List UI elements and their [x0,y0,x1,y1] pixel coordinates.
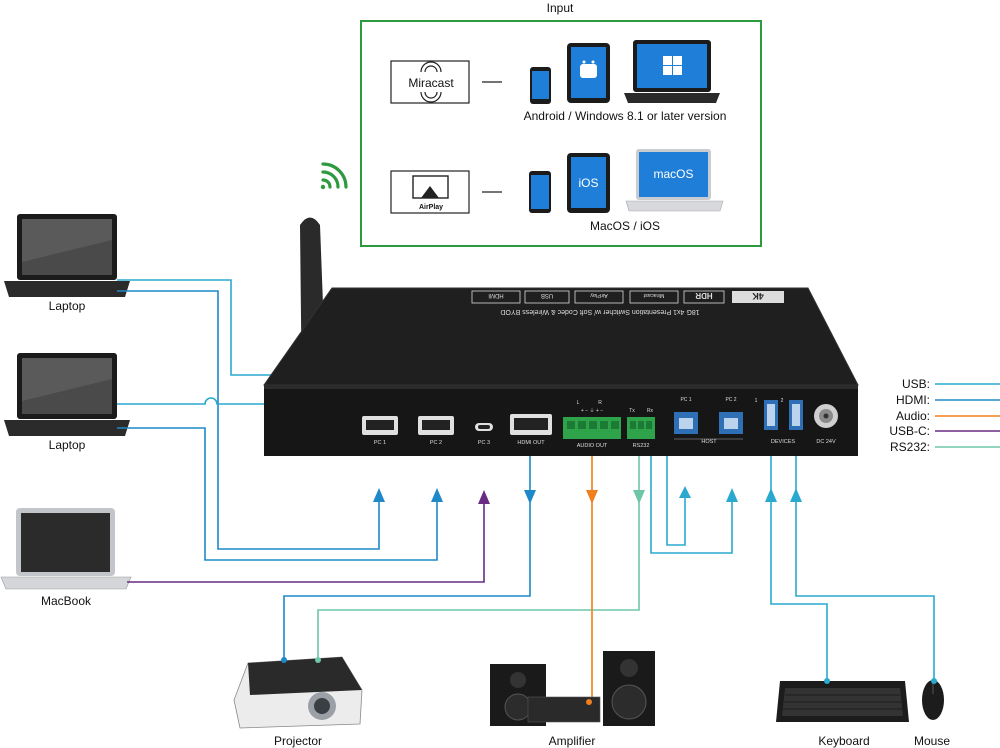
airplay-caption: MacOS / iOS [590,219,660,233]
dev1-label: 1 [755,398,758,404]
airplay-text: AirPlay [419,204,443,211]
audio-l-mark: L [577,400,580,406]
android-phone-icon [530,67,551,104]
usb-wire-keyboard [770,430,828,680]
laptop-1-label: Laptop [49,299,86,313]
macbook-input-icon: macOS [625,149,724,212]
legend-rs232-label: RS232: [890,440,930,454]
amplifier-icon [490,651,655,726]
devices-label: DEVICES [771,439,795,445]
amplifier-label: Amplifier [549,734,596,748]
pc1-label: PC 1 [374,440,386,446]
usb-arrow [726,488,738,502]
input-title: Input [547,1,574,15]
airplay-logo: AirPlay [390,170,470,214]
pc3-label: PC 3 [478,440,490,446]
dc-power-jack[interactable]: DC 24V [814,404,838,445]
badge-airplay: AirPlay [590,292,608,298]
rs232-terminal[interactable]: Tx Rx RS232 [627,408,655,449]
laptop-2-label: Laptop [49,438,86,452]
usbc-port-pc3[interactable]: PC 3 [475,423,493,446]
rs232-label: RS232 [633,443,650,449]
host-label: HOST [701,439,717,445]
audio-signs: + − ⏚ + − [581,407,603,414]
hdmi-wire-laptop2 [117,427,438,561]
badge-hdr: HDR [695,291,713,300]
laptop-1-icon [4,214,130,297]
switcher-top [264,288,858,385]
pc2-label: PC 2 [430,440,442,446]
miracast-caption: Android / Windows 8.1 or later version [524,109,727,123]
badge-hdmi: HDMI [488,292,504,298]
legend-audio-label: Audio: [896,409,930,423]
ios-screen-text: iOS [578,176,598,190]
iphone-icon [529,171,551,213]
usb-arrow [679,486,691,498]
audio-out-label: AUDIO OUT [577,443,608,449]
usbc-arrow [478,490,490,504]
switcher-badges: 4K HDR Miracast AirPlay USB HDMI [471,290,784,304]
hdmi-out-port[interactable]: HDMI OUT [510,414,552,446]
input-box [360,20,762,247]
windows-laptop-icon [624,40,720,103]
usb-device-2-port[interactable]: 2 [781,398,803,430]
dev2-label: 2 [781,398,784,404]
badge-miracast: Miracast [643,292,664,298]
usb-host-pc2-port[interactable]: PC 2 [719,397,743,434]
usb-device-1-port[interactable]: 1 [755,398,778,430]
audio-out-terminal[interactable]: L R + − ⏚ + − AUDIO OUT [563,400,621,449]
hdmi-wire-laptop1 [117,290,380,550]
hdmi-out-label: HDMI OUT [517,440,545,446]
usb-arrow [765,488,777,502]
miracast-logo: Miracast [390,60,470,104]
ipad-icon: iOS [567,153,610,213]
wifi-icon [320,162,348,190]
macbook-icon [0,508,132,590]
rs232-rx: Rx [647,408,654,414]
projector-icon [233,656,363,729]
badge-4k: 4K [752,291,764,301]
usb-wire-mouse [795,430,935,680]
usbc-wire-macbook [127,504,485,583]
host-pc2-label: PC 2 [725,397,736,403]
audio-r-mark: R [598,400,602,406]
android-tablet-icon [567,43,610,103]
legend-usbc-label: USB-C: [889,424,930,438]
hdmi-arrow-pc1 [373,488,385,502]
rs232-wire-projector [317,444,640,660]
host-pc1-label: PC 1 [680,397,691,403]
legend-hdmi-label: HDMI: [896,393,930,407]
miracast-text: Miracast [408,76,454,90]
usb-host-pc1-port[interactable]: PC 1 [674,397,698,434]
projector-label: Projector [274,734,322,748]
keyboard-icon [776,678,909,722]
hdmi-arrow-pc2 [431,488,443,502]
dc-label: DC 24V [816,439,836,445]
mouse-icon [922,678,944,720]
mouse-label: Mouse [914,734,950,748]
badge-usb: USB [541,292,553,298]
macos-screen-text: macOS [653,167,693,181]
macbook-label: MacBook [41,594,92,608]
hdmi-arrow-out [524,490,536,504]
audio-arrow [586,490,598,504]
hdmi-port-pc1[interactable]: PC 1 [362,416,398,446]
rs232-arrow [633,490,645,504]
hdmi-port-pc2[interactable]: PC 2 [418,416,454,446]
hdmi-wire-projector [283,450,531,660]
legend: USB: HDMI: Audio: USB-C: RS232: [889,377,1000,454]
laptop-2-icon [4,353,130,436]
rs232-tx: Tx [629,408,635,414]
legend-usb-label: USB: [902,377,930,391]
keyboard-label: Keyboard [818,734,869,748]
switcher-top-text: 18G 4x1 Presentation Switcher w/ Soft Co… [500,308,699,315]
usb-arrow [790,488,802,502]
